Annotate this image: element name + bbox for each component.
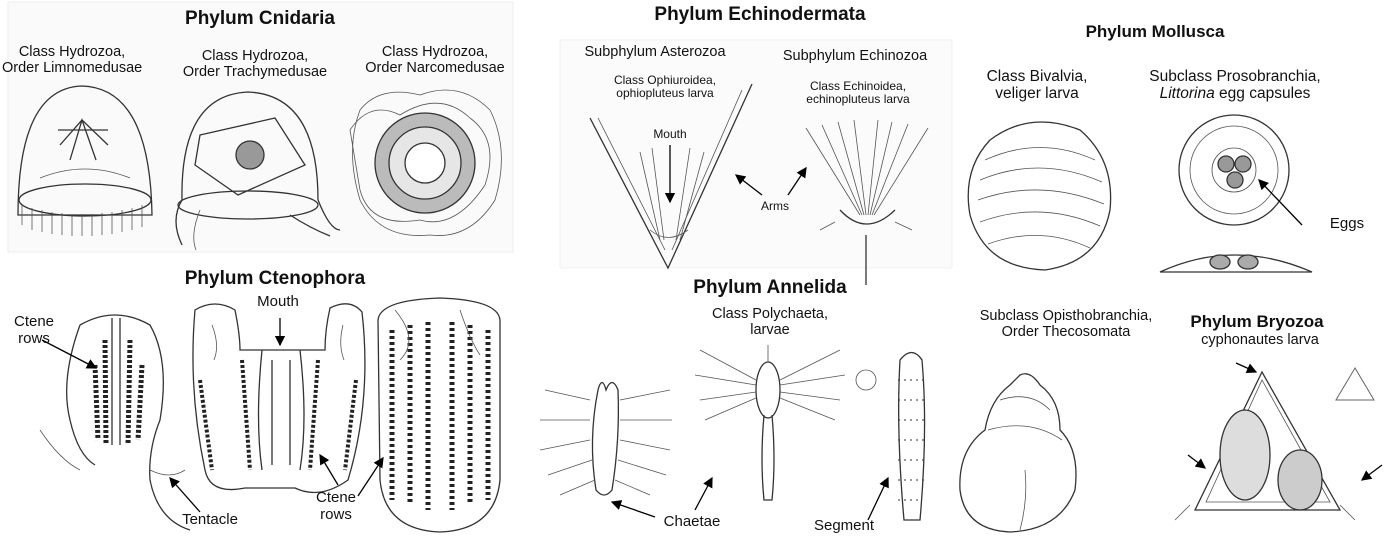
mouth-label-ctenophora: Mouth xyxy=(238,294,318,311)
cnidaria-class-3: Class Hydrozoa,Order Narcomedusae xyxy=(360,44,510,76)
echinozoa-subphylum: Subphylum Echinozoa xyxy=(770,48,940,64)
ctenophora-middle-drawing xyxy=(193,304,365,493)
ctenophora-right-drawing xyxy=(378,298,500,532)
prosobranchia-subclass: Subclass Prosobranchia, Littorina egg ca… xyxy=(1140,68,1330,103)
polychaete-larva-1-drawing xyxy=(540,383,672,496)
ctenophora-title: Phylum Ctenophora xyxy=(150,268,400,289)
eggs-label: Eggs xyxy=(1322,216,1372,233)
ophiuroidea-class: Class Ophiuroidea,ophiopluteus larva xyxy=(590,74,740,101)
polychaete-larva-3-drawing xyxy=(856,353,926,521)
cnidaria-class-2: Class Hydrozoa,Order Trachymedusae xyxy=(180,48,330,80)
bivalvia-class: Class Bivalvia,veliger larva xyxy=(972,68,1102,103)
polychaete-larva-2-drawing xyxy=(695,345,845,500)
tentacle-label: Tentacle xyxy=(160,512,260,529)
cnidaria-class-1: Class Hydrozoa,Order Limnomedusae xyxy=(2,44,142,76)
opisthobranchia-subclass: Subclass Opisthobranchia,Order Thecosoma… xyxy=(966,308,1166,340)
cnidaria-title: Phylum Cnidaria xyxy=(150,8,370,29)
chaetae-label: Chaetae xyxy=(652,514,732,531)
annelida-title: Phylum Annelida xyxy=(660,277,880,298)
bryozoa-title: Phylum Bryozoa xyxy=(1172,312,1342,331)
cyphonautes-drawing xyxy=(1175,372,1355,520)
echinoidea-class: Class Echinoidea,echinopluteus larva xyxy=(788,80,928,107)
arms-label: Arms xyxy=(750,200,800,213)
cyphonautes-label: cyphonautes larva xyxy=(1185,332,1335,348)
echinodermata-title: Phylum Echinodermata xyxy=(600,4,920,25)
mouth-label-echinoderm: Mouth xyxy=(640,128,700,141)
thecosomata-shell-drawing xyxy=(960,374,1076,532)
egg-capsule-drawing xyxy=(1160,115,1312,272)
mollusca-title: Phylum Mollusca xyxy=(1060,22,1250,41)
asterozoa-subphylum: Subphylum Asterozoa xyxy=(570,44,740,60)
polychaeta-class: Class Polychaeta,larvae xyxy=(700,306,840,338)
triangle-outline xyxy=(1336,368,1374,400)
segment-label: Segment xyxy=(804,518,884,535)
veliger-drawing xyxy=(968,122,1110,270)
